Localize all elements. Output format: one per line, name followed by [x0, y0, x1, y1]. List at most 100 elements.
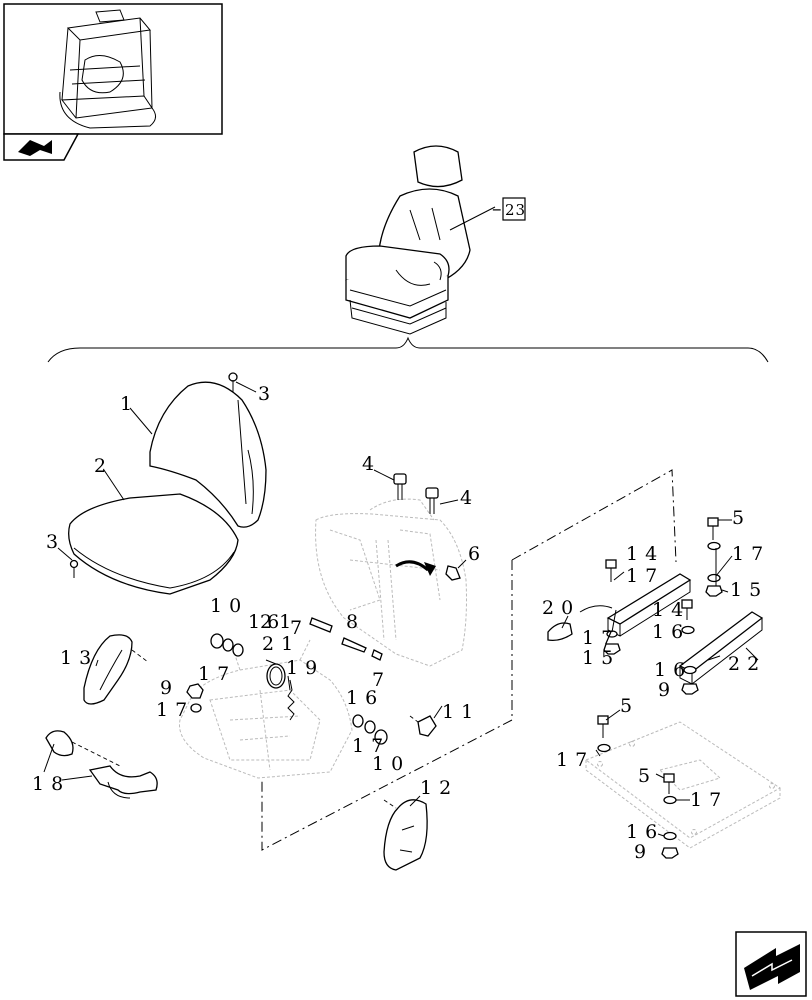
screw-3-top[interactable]: [228, 372, 238, 392]
slide-rail-upper[interactable]: [579, 573, 692, 637]
side-cover-12[interactable]: [383, 799, 428, 871]
model-arrow-icon[interactable]: [3, 133, 80, 161]
lever-11[interactable]: [409, 715, 437, 737]
callout-labels: 1 2 3 3 4 4 6 10 16 17 9 17 21 21 19 7 8…: [32, 383, 770, 863]
callout-5-base[interactable]: 5: [620, 695, 639, 717]
callout-15-top[interactable]: 15: [730, 579, 768, 601]
callout-16-rail[interactable]: 16: [652, 621, 690, 643]
callout-18[interactable]: 18: [32, 773, 70, 795]
release-handle-18[interactable]: [88, 765, 158, 799]
callout-20[interactable]: 20: [542, 597, 580, 619]
explode-brace: [47, 336, 769, 363]
nut-10-right[interactable]: [374, 729, 388, 745]
callout-10-left[interactable]: 10: [210, 595, 248, 617]
callout-7-upper[interactable]: 7: [290, 617, 309, 639]
callout-3-bottom[interactable]: 3: [46, 531, 65, 553]
callout-14-upper[interactable]: 14: [626, 543, 664, 565]
callout-2[interactable]: 2: [94, 455, 113, 477]
subassembly-boundary: [261, 469, 677, 851]
washer-16-left[interactable]: [222, 638, 234, 652]
callout-7-lower[interactable]: 7: [372, 669, 391, 691]
callout-5-plate[interactable]: 5: [638, 765, 657, 787]
callout-17-rail-upper[interactable]: 17: [626, 565, 664, 587]
bolt-5-base[interactable]: [597, 715, 609, 738]
callout-9-left[interactable]: 9: [160, 677, 179, 699]
callout-15-rail[interactable]: 15: [582, 647, 620, 669]
bolt-14-upper[interactable]: [605, 559, 617, 582]
callout-4-right[interactable]: 4: [460, 487, 479, 509]
complete-seat-illustration: [345, 145, 471, 335]
washer-17-top[interactable]: [707, 541, 721, 551]
bolt-5-plate[interactable]: [663, 773, 675, 794]
bolt-4-left[interactable]: [393, 473, 407, 500]
washer-17-plate[interactable]: [663, 795, 677, 805]
screw-3-bottom[interactable]: [69, 559, 79, 579]
callout-14-lower[interactable]: 14: [652, 599, 690, 621]
callout-17-rail[interactable]: 17: [582, 627, 620, 649]
washer-17-top-b[interactable]: [707, 573, 721, 583]
callout-8[interactable]: 8: [346, 611, 365, 633]
washer-16-rail-b[interactable]: [683, 665, 697, 675]
callout-21[interactable]: 21: [262, 633, 300, 655]
knob-18[interactable]: [45, 730, 74, 757]
callout-17-base[interactable]: 17: [556, 749, 594, 771]
pin-7-lower[interactable]: [371, 649, 383, 661]
nut-15-rail[interactable]: [603, 643, 621, 655]
callout-17-right[interactable]: 17: [352, 735, 390, 757]
washer-16-rail[interactable]: [681, 625, 695, 635]
callout-9-plate[interactable]: 9: [634, 841, 653, 863]
callout-13[interactable]: 13: [60, 647, 98, 669]
washer-16-right[interactable]: [352, 714, 364, 728]
spring-19[interactable]: [287, 679, 295, 721]
callout-6[interactable]: 6: [468, 543, 487, 565]
callout-21-upper[interactable]: 21: [260, 611, 298, 633]
clip-6[interactable]: [445, 565, 461, 581]
nut-15-top[interactable]: [705, 585, 723, 597]
callout-16-plate[interactable]: 16: [626, 821, 664, 843]
pin-7-upper[interactable]: [309, 617, 333, 633]
ring-21[interactable]: [266, 663, 286, 689]
cab-thumbnail-icon[interactable]: [3, 3, 223, 135]
nut-9-left[interactable]: [186, 683, 204, 699]
callout-17-top[interactable]: 17: [732, 543, 770, 565]
handle-20[interactable]: [547, 622, 573, 642]
washer-17-lower[interactable]: [190, 703, 202, 713]
callout-9-rail[interactable]: 9: [658, 679, 677, 701]
callout-16-rail-lower[interactable]: 16: [654, 659, 692, 681]
washer-16-plate[interactable]: [663, 831, 677, 841]
callout-4-left[interactable]: 4: [362, 453, 381, 475]
callout-17-lower[interactable]: 17: [156, 699, 194, 721]
callout-17-plate[interactable]: 17: [690, 789, 728, 811]
pin-8[interactable]: [341, 637, 367, 653]
bolt-4-right[interactable]: [425, 487, 439, 514]
side-cover-13[interactable]: [83, 634, 133, 705]
callout-1[interactable]: 1: [120, 393, 139, 415]
nut-9-rail[interactable]: [681, 683, 699, 695]
callout-22[interactable]: 22: [728, 653, 766, 675]
bolt-5-top[interactable]: [707, 517, 719, 540]
callout-10-right[interactable]: 10: [372, 753, 410, 775]
seat-cushion[interactable]: [68, 493, 239, 595]
navigate-next-arrow-icon[interactable]: [735, 931, 807, 997]
callout-23[interactable]: 23: [505, 201, 526, 219]
washer-17-left[interactable]: [232, 643, 244, 657]
washer-17-base[interactable]: [597, 743, 611, 753]
bolt-14-lower[interactable]: [681, 599, 693, 620]
callout-5-top[interactable]: 5: [732, 507, 751, 529]
base-plate: [584, 721, 781, 849]
callout-19[interactable]: 19: [286, 657, 324, 679]
callout-11[interactable]: 11: [442, 701, 480, 723]
backrest-cushion[interactable]: [149, 381, 267, 528]
nut-10-left[interactable]: [210, 633, 224, 649]
callout-16-right[interactable]: 16: [346, 687, 384, 709]
slide-rail-22[interactable]: [678, 611, 764, 685]
callout-17-left[interactable]: 17: [198, 663, 236, 685]
washer-17-right[interactable]: [364, 720, 376, 734]
rotation-arrow-icon: [424, 562, 436, 576]
nut-9-plate[interactable]: [661, 847, 679, 859]
callout-12[interactable]: 12: [420, 777, 458, 799]
callout-23-dash: –: [492, 198, 509, 220]
callout-3-top[interactable]: 3: [258, 383, 277, 405]
callout-16-left[interactable]: 16: [248, 611, 286, 633]
